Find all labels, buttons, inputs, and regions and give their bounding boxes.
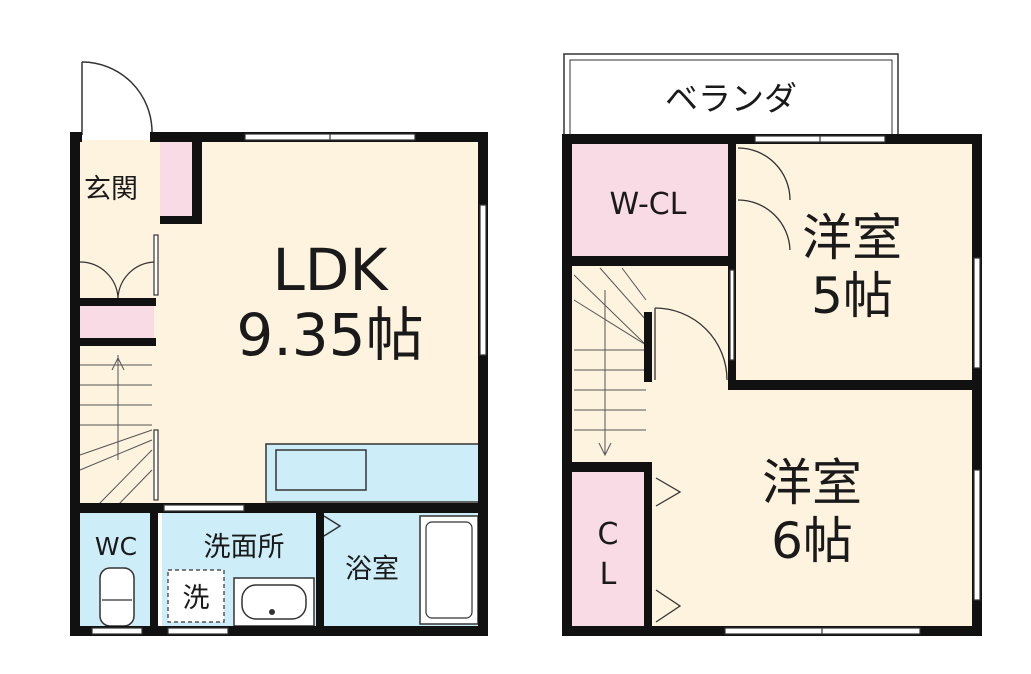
entrance-door-swing [81, 61, 153, 133]
genkan-floor [78, 140, 156, 300]
kitchen-counter [265, 443, 481, 503]
doors-2 [654, 147, 791, 623]
kitchen-sink [275, 449, 367, 491]
room6-size-label: 6帖 [771, 512, 853, 570]
cl-floor [572, 470, 644, 628]
genkan-label: 玄関 [84, 174, 138, 205]
washer-label: 洗 [183, 583, 210, 614]
room5-name-label: 洋室 [802, 209, 902, 267]
washer-space [167, 569, 225, 623]
wcl-label: W-CL [610, 187, 687, 222]
toilet [99, 567, 135, 627]
windows-1 [91, 133, 487, 635]
bath-door [323, 515, 342, 537]
ldk-name-label: LDK [272, 236, 389, 304]
washbasin [233, 577, 315, 627]
room6-name-label: 洋室 [762, 454, 862, 512]
room5-size-label: 5帖 [811, 267, 893, 325]
veranda [563, 53, 899, 137]
stairs-2 [573, 267, 647, 457]
closet-door-2 [117, 261, 155, 299]
cl-label-bottom: L [600, 557, 617, 592]
veranda-label: ベランダ [665, 79, 797, 118]
ldk-size-label: 9.35帖 [236, 301, 423, 369]
wc-label: WC [95, 532, 137, 561]
cl-label-top: C [598, 517, 619, 552]
senmenjo-label: 洗面所 [204, 532, 285, 563]
yokushitsu-label: 浴室 [345, 554, 399, 585]
closet-door-1 [79, 261, 119, 299]
wcl-floor [572, 144, 728, 256]
stairs-floor-1 [78, 345, 156, 507]
floor-1: 玄関 LDK 9.35帖 WC 洗面所 洗 浴室 [70, 61, 488, 636]
windows-2 [724, 135, 981, 635]
storage-1 [78, 306, 154, 340]
shoe-closet [160, 140, 198, 218]
bathtub [419, 515, 479, 625]
room5-floor [736, 144, 972, 380]
ldk-floor [154, 140, 482, 503]
floor-2: ベランダ W-CL 洋室 5帖 洋室 6帖 C L [562, 53, 982, 636]
stairs-1 [79, 355, 153, 506]
